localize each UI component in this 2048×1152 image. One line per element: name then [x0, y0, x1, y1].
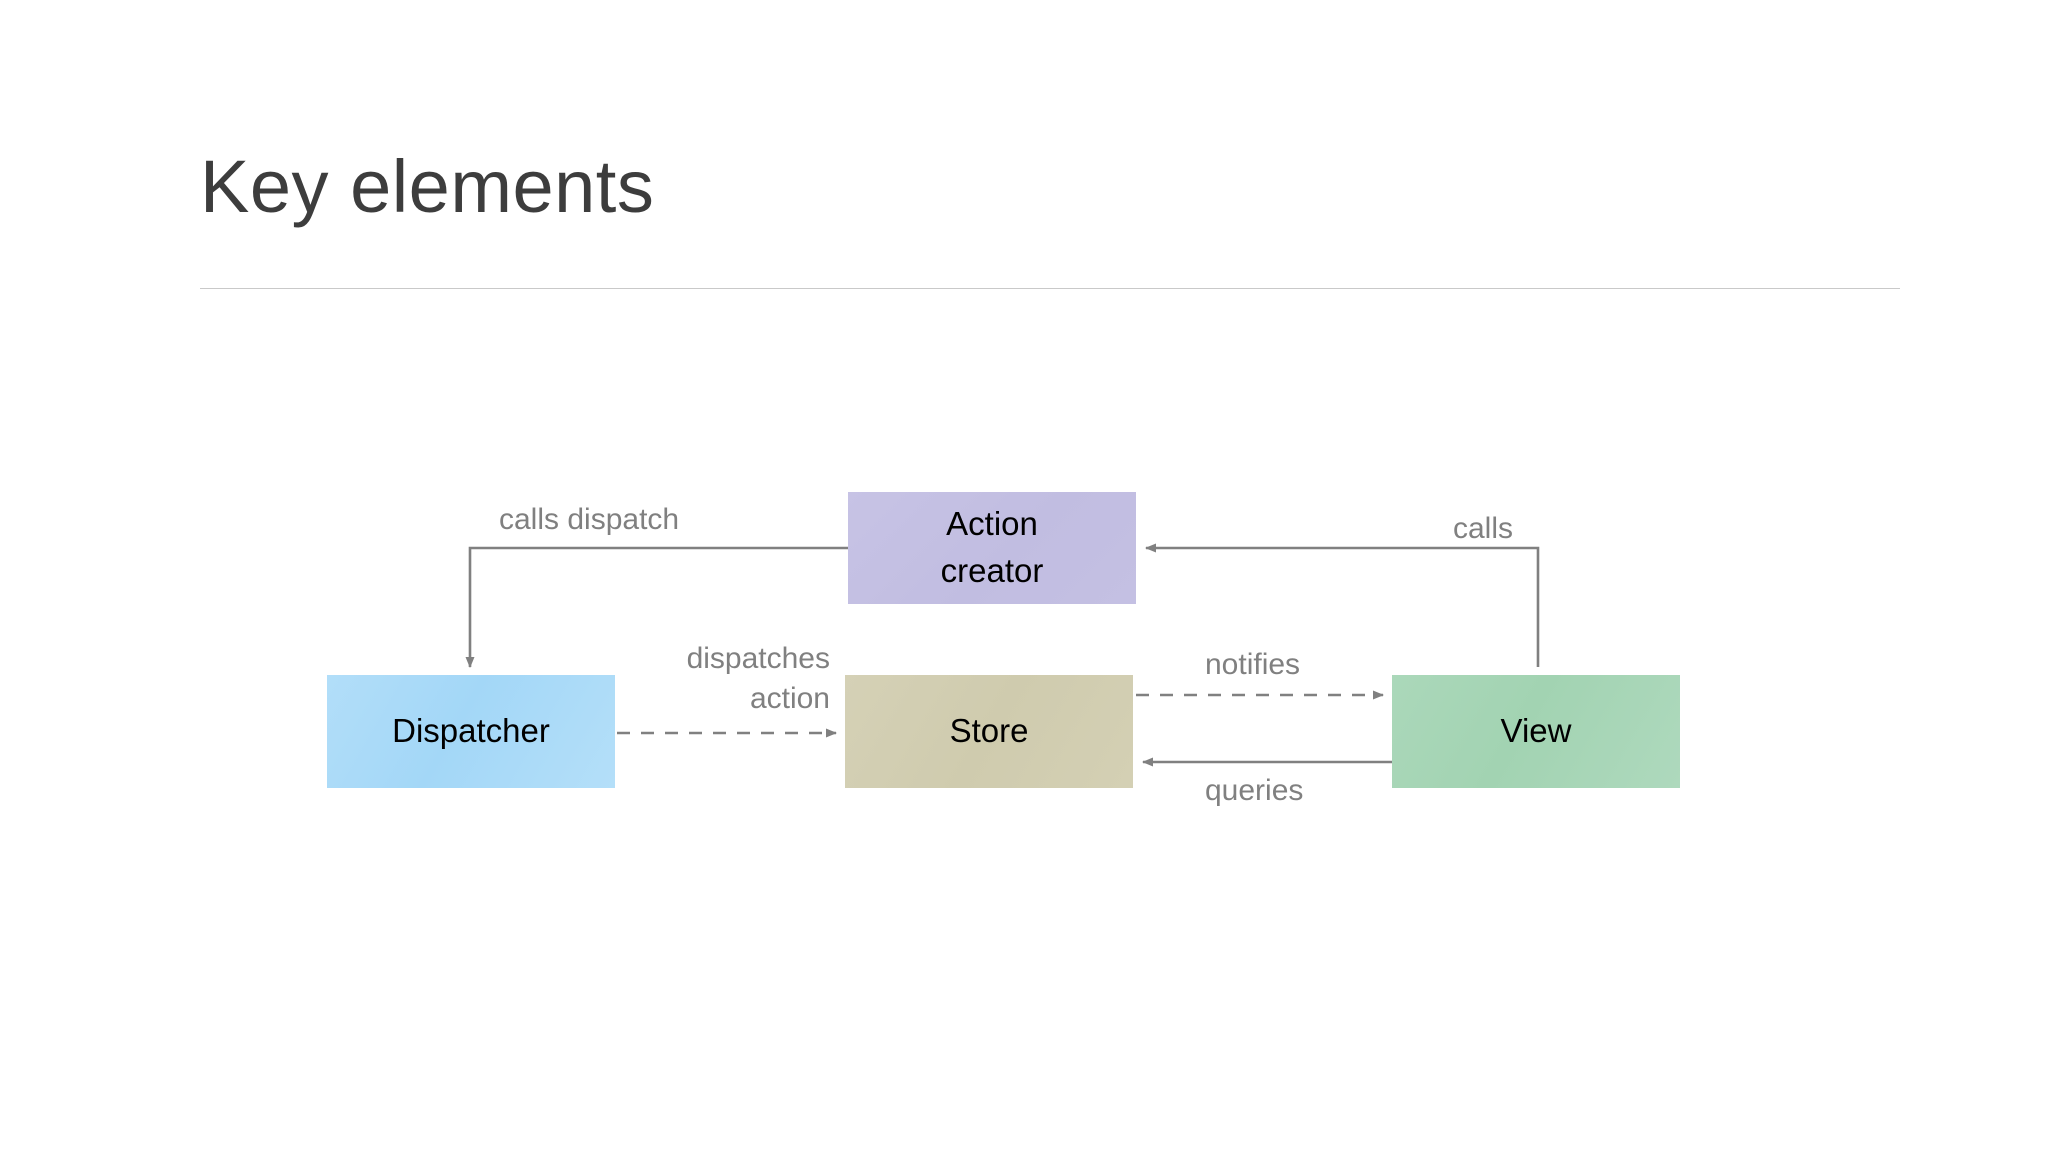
edge-label-dispatches-action: dispatches action: [650, 639, 830, 718]
edge-label-line2: action: [749, 681, 830, 715]
node-action-creator-label: Action creator: [941, 501, 1044, 595]
node-label-line1: Action: [946, 505, 1038, 543]
edge-label-calls-dispatch: calls dispatch: [499, 503, 680, 536]
node-store[interactable]: Store: [845, 675, 1133, 788]
node-view[interactable]: View: [1392, 675, 1680, 788]
edge-calls: [1145, 543, 1540, 667]
node-dispatcher-label: Dispatcher: [392, 712, 550, 750]
node-store-label: Store: [949, 712, 1029, 750]
edge-label-line1: dispatches: [686, 642, 830, 675]
node-action-creator[interactable]: Action creator: [848, 492, 1136, 604]
node-dispatcher[interactable]: Dispatcher: [327, 675, 615, 788]
page-title: Key elements: [200, 145, 655, 228]
title-divider: [200, 288, 1900, 289]
edge-calls-dispatch: [465, 546, 848, 668]
edge-label-queries: queries: [1205, 774, 1304, 807]
node-label-line2: creator: [940, 552, 1044, 589]
edge-label-notifies: notifies: [1205, 648, 1301, 681]
edge-label-calls: calls: [1453, 512, 1514, 545]
node-view-label: View: [1500, 712, 1572, 750]
